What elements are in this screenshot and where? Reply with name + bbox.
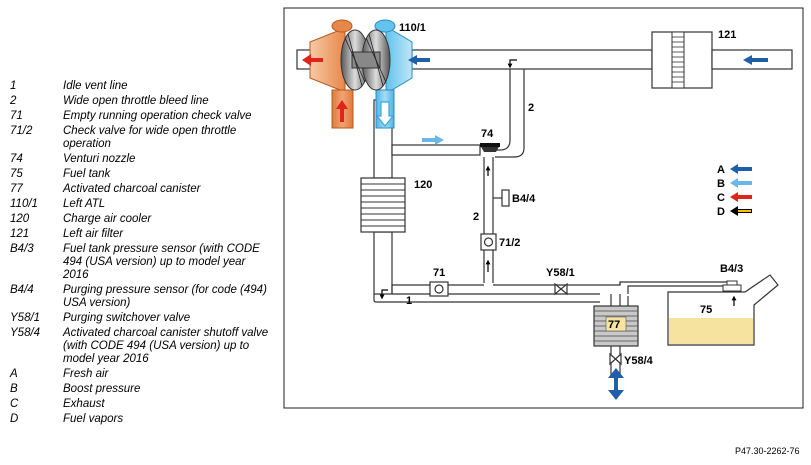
charge-air-duct-lower xyxy=(373,231,393,295)
line-2-upper xyxy=(495,69,525,158)
legend-key: Y58/4 xyxy=(10,327,41,339)
label-y58-1: Y58/1 xyxy=(546,267,575,279)
label-74: 74 xyxy=(481,128,494,140)
legend-text: Check valve for wide open throttle opera… xyxy=(63,125,237,150)
legend-key: C xyxy=(10,398,19,410)
legend-key: 120 xyxy=(10,213,30,225)
legend-key: 74 xyxy=(10,153,23,165)
legend-row: 77 Activated charcoal canister xyxy=(10,183,270,196)
label-b4-4: B4/4 xyxy=(512,193,536,205)
legend-key: 71/2 xyxy=(10,125,33,137)
legend-key: B4/3 xyxy=(10,243,34,255)
boost-arrows xyxy=(375,101,444,145)
legend-key: A xyxy=(10,368,18,380)
check-valve-71-2 xyxy=(480,233,497,251)
label-77: 77 xyxy=(608,319,620,331)
legend-text: Fuel tank pressure sensor (with CODE 494… xyxy=(63,243,260,281)
legend-text: Fuel tank xyxy=(63,168,111,180)
legend-row: D Fuel vapors xyxy=(10,413,270,426)
legend-row: 71/2 Check valve for wide open throttle o… xyxy=(10,125,270,151)
valve-y58-1 xyxy=(554,282,568,296)
legend-key: B xyxy=(10,383,18,395)
legend-row: 2 Wide open throttle bleed line xyxy=(10,95,270,108)
legend-key: 71 xyxy=(10,110,23,122)
label-b4-3: B4/3 xyxy=(720,263,743,275)
legend-text: Charge air cooler xyxy=(63,213,152,225)
legend-row: Y58/4 Activated charcoal canister shutoff… xyxy=(10,327,270,366)
check-valve-71 xyxy=(429,281,449,297)
legend-key: 75 xyxy=(10,168,23,180)
line-2-lower xyxy=(483,157,494,283)
flow-key-b: B xyxy=(717,178,725,190)
legend-key: 110/1 xyxy=(10,198,38,210)
legend-text: Purging pressure sensor (for code (494) … xyxy=(63,284,267,309)
label-120: 120 xyxy=(414,179,432,191)
legend-text: Fresh air xyxy=(63,368,109,380)
label-2-lower: 2 xyxy=(473,211,479,223)
legend: 1 Idle vent line 2 Wide open throttle bleed… xyxy=(10,80,270,428)
legend-row: 75 Fuel tank xyxy=(10,168,270,181)
charge-air-cooler xyxy=(360,177,406,233)
fuel-tank xyxy=(667,274,779,346)
vent-arrow xyxy=(608,368,624,400)
flow-key-d: D xyxy=(717,206,725,218)
charcoal-canister xyxy=(593,305,639,347)
legend-text: Fuel vapors xyxy=(63,413,124,425)
legend-key: 121 xyxy=(10,228,30,240)
label-71-2: 71/2 xyxy=(499,237,520,249)
legend-row: B Boost pressure xyxy=(10,383,270,396)
flow-key-c: C xyxy=(717,192,725,204)
label-y58-4: Y58/4 xyxy=(624,355,654,367)
legend-text: Wide open throttle bleed line xyxy=(63,95,209,107)
vapor-arrows xyxy=(379,59,737,306)
legend-row: 120 Charge air cooler xyxy=(10,213,270,226)
flow-key xyxy=(730,164,752,216)
figure-reference: P47.30-2262-76 xyxy=(735,446,800,456)
legend-text: Idle vent line xyxy=(63,80,128,92)
legend-text: Boost pressure xyxy=(63,383,141,395)
legend-row: 74 Venturi nozzle xyxy=(10,153,270,166)
legend-text: Exhaust xyxy=(63,398,105,410)
label-121: 121 xyxy=(718,29,736,41)
legend-row: B4/4 Purging pressure sensor (for code (4… xyxy=(10,284,270,310)
valve-y58-4 xyxy=(609,352,622,366)
legend-key: 2 xyxy=(10,95,17,107)
air-duct-top xyxy=(411,49,653,70)
exhaust-arrows xyxy=(302,54,348,122)
fresh-air-arrows xyxy=(408,55,768,65)
sensor-b4-4 xyxy=(493,189,510,207)
flow-key-a: A xyxy=(717,164,725,176)
label-71: 71 xyxy=(433,267,445,279)
legend-row: A Fresh air xyxy=(10,368,270,381)
venturi-nozzle xyxy=(480,143,500,152)
legend-key: 77 xyxy=(10,183,23,195)
legend-text: Venturi nozzle xyxy=(63,153,136,165)
legend-text: Activated charcoal canister xyxy=(63,183,201,195)
boost-line xyxy=(391,144,481,156)
legend-text: Activated charcoal canister shutoff valv… xyxy=(63,327,269,365)
legend-text: Empty running operation check valve xyxy=(63,110,252,122)
legend-key: 1 xyxy=(10,80,17,92)
legend-row: 110/1 Left ATL xyxy=(10,198,270,211)
label-1: 1 xyxy=(406,295,412,307)
label-2-upper: 2 xyxy=(528,102,534,114)
legend-key: Y58/1 xyxy=(10,312,41,324)
legend-text: Left air filter xyxy=(63,228,124,240)
legend-row: Y58/1 Purging switchover valve xyxy=(10,312,270,325)
legend-row: B4/3 Fuel tank pressure sensor (with CODE… xyxy=(10,243,270,282)
legend-row: C Exhaust xyxy=(10,398,270,411)
legend-text: Left ATL xyxy=(63,198,106,210)
label-110-1: 110/1 xyxy=(399,22,426,34)
legend-key: D xyxy=(10,413,19,425)
legend-text: Purging switchover valve xyxy=(63,312,191,324)
legend-key: B4/4 xyxy=(10,284,34,296)
legend-row: 71 Empty running operation check valve xyxy=(10,110,270,123)
legend-row: 1 Idle vent line xyxy=(10,80,270,93)
label-75: 75 xyxy=(700,304,712,316)
legend-row: 121 Left air filter xyxy=(10,228,270,241)
